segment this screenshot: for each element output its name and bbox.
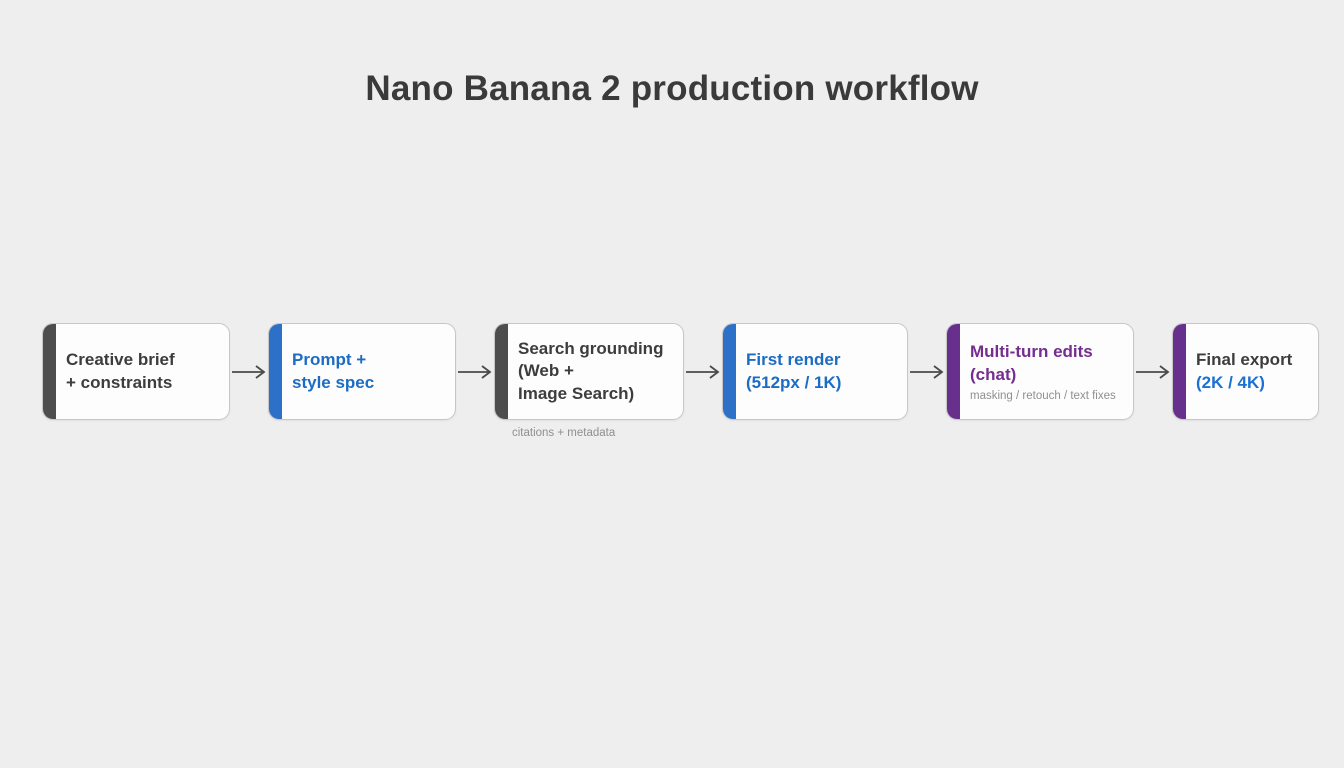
node-title: Prompt + style spec [292,350,375,392]
flow-arrow [1134,323,1172,420]
flow-arrow [456,323,494,420]
node-accent-bar [269,324,282,419]
arrow-right-icon [686,364,720,379]
node-content: Search grounding (Web + Image Search) [508,324,683,419]
node-accent-bar [947,324,960,419]
flow-arrow [908,323,946,420]
flow-step-search-grounding: Search grounding (Web + Image Search) ci… [494,323,684,439]
flow-node: Final export (2K / 4K) [1172,323,1319,420]
flow-step-multi-turn-edits: Multi-turn edits (chat) masking / retouc… [946,323,1134,420]
flow-node: First render (512px / 1K) [722,323,908,420]
node-title: Search grounding (Web + Image Search) [518,339,664,403]
node-title: Multi-turn edits (chat) [970,342,1093,384]
node-content: Creative brief + constraints [56,324,229,419]
flow-arrow [684,323,722,420]
node-caption: citations + metadata [512,427,616,439]
flow-step-creative-brief: Creative brief + constraints [42,323,230,420]
arrow-right-icon [910,364,944,379]
node-content: Final export (2K / 4K) [1186,324,1318,419]
flow-step-final-export: Final export (2K / 4K) [1172,323,1319,420]
node-accent-bar [1173,324,1186,419]
flow-step-first-render: First render (512px / 1K) [722,323,908,420]
node-note: masking / retouch / text fixes [970,389,1116,402]
arrow-right-icon [232,364,266,379]
node-content: Prompt + style spec [282,324,455,419]
node-subtitle: (2K / 4K) [1196,372,1265,392]
node-accent-bar [723,324,736,419]
flow-node: Prompt + style spec [268,323,456,420]
flow-node: Search grounding (Web + Image Search) [494,323,684,420]
flow-arrow [230,323,268,420]
arrow-right-icon [1136,364,1170,379]
flow-node: Multi-turn edits (chat) masking / retouc… [946,323,1134,420]
node-title: Creative brief + constraints [66,350,175,392]
node-content: Multi-turn edits (chat) masking / retouc… [960,324,1133,419]
page-title: Nano Banana 2 production workflow [365,69,979,109]
flow-step-prompt-style-spec: Prompt + style spec [268,323,456,420]
flow-node: Creative brief + constraints [42,323,230,420]
workflow-diagram: Creative brief + constraints Prompt + st… [42,323,1319,439]
node-content: First render (512px / 1K) [736,324,907,419]
node-title: Final export [1196,350,1293,370]
node-accent-bar [43,324,56,419]
node-title: First render (512px / 1K) [746,350,842,392]
arrow-right-icon [458,364,492,379]
node-accent-bar [495,324,508,419]
